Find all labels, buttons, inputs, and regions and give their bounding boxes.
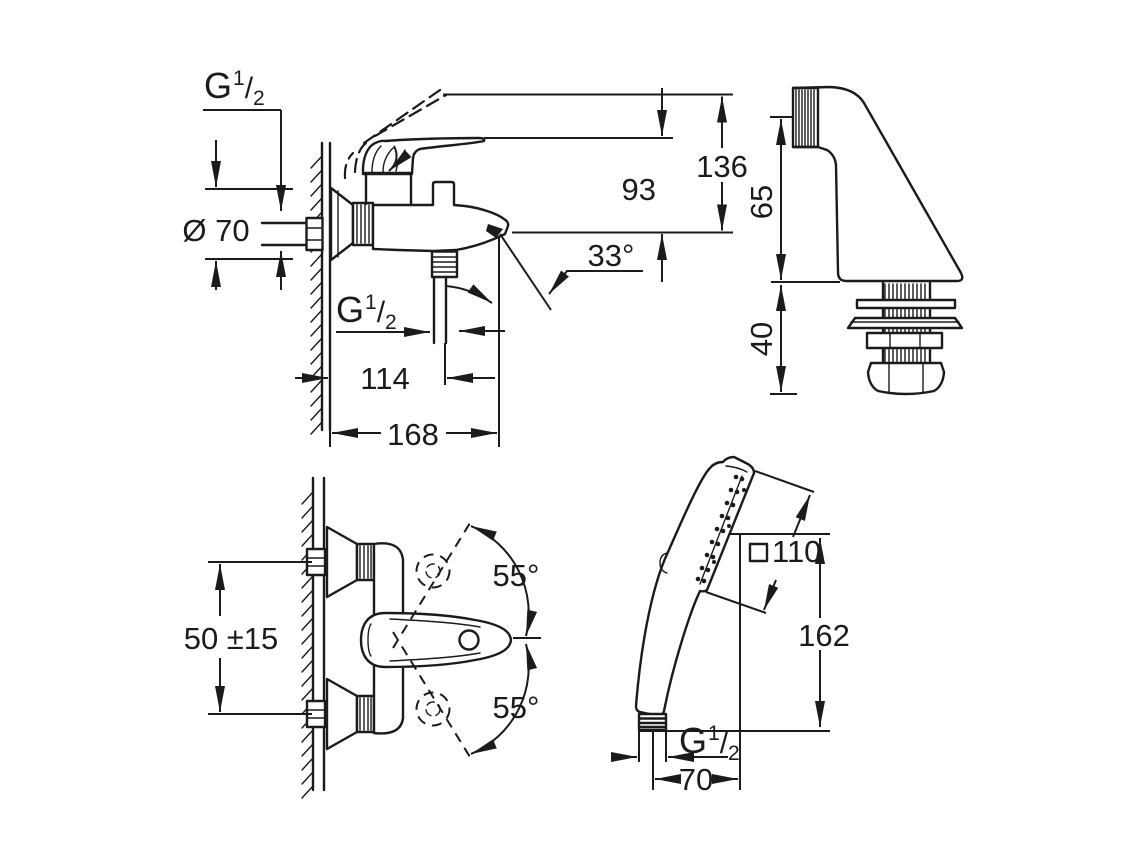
- supply-hex-nut: [305, 216, 324, 252]
- view-shower-holder: 65 40: [744, 85, 964, 396]
- supply-pipe: [260, 216, 324, 252]
- swing-arc-up: [470, 525, 538, 637]
- dim-label-114: 114: [360, 361, 409, 396]
- view-side-mixer: G1/2 Ø 70 93 136 33° G1/2: [182, 65, 747, 452]
- dim-70: 70: [655, 762, 738, 797]
- lever-front: [359, 611, 513, 669]
- spray-nozzles: [695, 474, 746, 584]
- dim-93: 93: [622, 88, 667, 282]
- dim-spray-face-110: 110: [705, 470, 821, 614]
- dim-label-70: 70: [679, 762, 713, 797]
- dim-label-40: 40: [744, 322, 779, 356]
- dim-g-half-outlet: G1/2: [336, 284, 505, 337]
- dim-65: 65: [744, 116, 840, 395]
- dim-label-spacing: 50 ±15: [184, 621, 279, 656]
- holder-hex-nut: [865, 331, 944, 350]
- thread-label-outlet: G1/2: [336, 289, 397, 334]
- holder-dome-nut: [866, 361, 946, 396]
- upper-inlet: [305, 525, 376, 599]
- holder-body: [791, 85, 964, 283]
- mixer-body-front: [359, 542, 513, 735]
- view-front-mixer: 50 ±15 55° 55°: [184, 476, 541, 799]
- lever-rotation-arrow: [388, 145, 412, 172]
- hose-swivel-arrow: [445, 284, 493, 304]
- dim-g-half-hose: G1/2: [611, 720, 740, 765]
- holder-cone-flange: [846, 316, 964, 330]
- dim-label-swing-down: 55°: [493, 690, 540, 725]
- dim-114: 114: [295, 361, 495, 396]
- view-hand-shower: 110 162 G1/2 70: [611, 455, 850, 797]
- dim-label-110: 110: [772, 534, 821, 569]
- escutcheon-cone: [329, 186, 355, 262]
- socket-hatching: [795, 89, 815, 147]
- dim-label-162: 162: [798, 618, 850, 653]
- spout-aerator: [486, 224, 503, 238]
- dim-label-168: 168: [387, 417, 439, 452]
- hand-shower-body: [634, 455, 756, 732]
- hose-outlet: [430, 250, 459, 345]
- holder-washer: [855, 298, 957, 310]
- thread-label-inlet: G1/2: [204, 65, 265, 110]
- dim-diameter-70: Ø 70: [182, 140, 250, 290]
- wall-section-front: [301, 476, 326, 799]
- dim-162: 162: [640, 533, 850, 790]
- dim-label-136: 136: [696, 149, 748, 184]
- thread-label-hose: G1/2: [679, 720, 740, 765]
- dim-angle-33: 33°: [548, 238, 643, 295]
- dim-label-angle-33: 33°: [588, 238, 635, 273]
- dim-136: 136: [696, 96, 748, 231]
- dim-label-65: 65: [744, 185, 779, 219]
- lever-hole: [458, 629, 480, 651]
- dim-label-swing-up: 55°: [493, 558, 540, 593]
- reference-lines: [205, 93, 733, 447]
- dim-g-half-inlet: G1/2: [203, 65, 286, 290]
- dim-40: 40: [744, 285, 786, 392]
- wall-section: [310, 141, 332, 435]
- lever-position-up: [415, 553, 451, 589]
- mixer-body: [364, 172, 510, 253]
- dim-inlet-spacing: 50 ±15: [184, 561, 312, 715]
- wall-hatching-front: [301, 491, 314, 799]
- dim-label-diameter-70: Ø 70: [182, 213, 249, 248]
- swing-arc-down: [470, 643, 538, 755]
- lower-inlet: [305, 677, 376, 751]
- lever-position-down: [415, 691, 451, 727]
- hose-nipple: [637, 712, 668, 732]
- union-nut: [351, 201, 375, 247]
- lever-handle: [361, 136, 486, 176]
- wall-hatching: [310, 155, 323, 435]
- dim-label-93: 93: [622, 172, 656, 207]
- dim-168: 168: [332, 417, 497, 452]
- lever-raised-dashed: [343, 88, 448, 180]
- swing-range-dashed: [392, 522, 541, 758]
- spout-angle-line: [499, 233, 552, 311]
- shower-button: [659, 552, 669, 574]
- square-symbol: [748, 542, 769, 563]
